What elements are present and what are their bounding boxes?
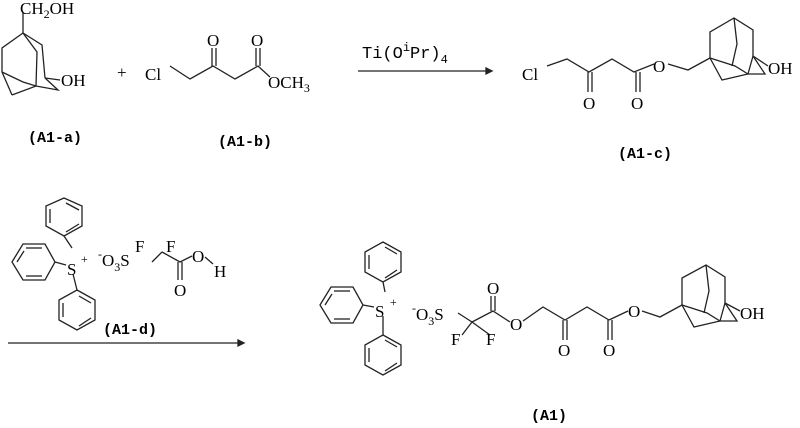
ch2oh-text: CH2OH — [20, 0, 74, 21]
acid-hydrogen: H — [214, 262, 226, 281]
compound-label-a1c: (A1-c) — [618, 146, 672, 163]
reagent-ti-oipr4: Ti(OiPr)4 — [362, 41, 448, 67]
ester-oxygen: O — [251, 31, 263, 50]
ester-oxygen-2: O — [628, 302, 640, 321]
plus-charge: + — [390, 295, 397, 309]
compound-a1d: S + -O3S F F O O H (A1-d) — [11, 197, 226, 339]
reaction-arrow-1: Ti(OiPr)4 — [358, 41, 494, 76]
ester-oxygen: O — [653, 57, 665, 76]
ketone-oxygen: O — [207, 31, 219, 50]
compound-a1b: Cl O O OCH3 (A1-b) — [145, 31, 310, 151]
carbonyl-oxygen: O — [631, 94, 643, 113]
sulfonate-text: -O3S — [98, 247, 130, 274]
reaction-arrow-2 — [8, 338, 246, 348]
sulfonate-text: -O3S — [412, 301, 444, 328]
carbonyl-oxygen-2: O — [603, 341, 615, 360]
fluorine-2: F — [166, 237, 175, 256]
ester-oxygen-1: O — [510, 315, 522, 334]
carbonyl-oxygen-1: O — [487, 279, 499, 298]
hydroxyl-text: OH — [740, 304, 765, 323]
chlorine-text: Cl — [522, 65, 538, 84]
sulfonium-s: S — [67, 260, 76, 279]
sulfonium-s: S — [375, 302, 384, 321]
fluorine-2: F — [486, 330, 495, 349]
plus-sign: + — [117, 63, 127, 82]
chlorine-text: Cl — [145, 65, 161, 84]
methoxy-text: OCH3 — [268, 73, 310, 95]
plus-charge: + — [81, 252, 88, 266]
compound-label-a1a: (A1-a) — [28, 130, 82, 147]
compound-a1a: CH2OH OH (A1-a) — [1, 0, 86, 147]
compound-a1c: Cl O O O OH (A1-c) — [522, 17, 793, 163]
compound-label-a1b: (A1-b) — [218, 134, 272, 151]
hydroxyl-text: OH — [768, 59, 793, 78]
acid-oxygen: O — [192, 247, 204, 266]
compound-a1: S + -O3S F F O O O O O OH (A1) — [319, 241, 765, 425]
fluorine-1: F — [451, 330, 460, 349]
ketone-oxygen: O — [583, 94, 595, 113]
carbonyl-oxygen: O — [174, 281, 186, 300]
compound-label-a1: (A1) — [531, 408, 567, 425]
ketone-oxygen: O — [558, 341, 570, 360]
fluorine-1: F — [135, 237, 144, 256]
hydroxyl-text: OH — [61, 71, 86, 90]
compound-label-a1d: (A1-d) — [103, 322, 157, 339]
